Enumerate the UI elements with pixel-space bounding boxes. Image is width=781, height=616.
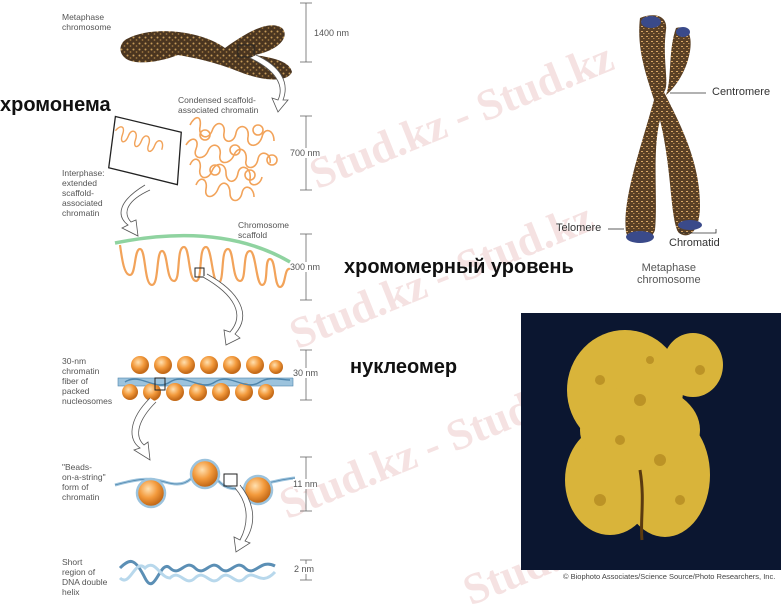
label-dna-double-helix: Short region of DNA double helix: [62, 557, 107, 597]
sem-chromosome-photo: [521, 313, 781, 570]
photo-credit: © Biophoto Associates/Science Source/Pho…: [563, 572, 776, 581]
label-line: form of: [62, 482, 89, 492]
label-line: Metaphase: [62, 12, 105, 22]
label-line: on-a-string": [62, 472, 106, 482]
chromatin-hierarchy-diagram: [108, 2, 781, 586]
arrow-icon: [120, 184, 151, 237]
label-line: scaffold-: [62, 188, 94, 198]
label-nucleomere: нуклеомер: [350, 356, 458, 378]
label-30nm-fiber: 30-nm chromatin fiber of packed nucleoso…: [62, 356, 112, 406]
dimension-30nm: 30 nm: [293, 368, 319, 378]
caption-line: chromosome: [637, 274, 701, 286]
condensed-chromatin-icon: [185, 116, 278, 202]
label-line: Interphase:: [62, 168, 105, 178]
beads-on-string-icon: [114, 458, 296, 509]
arrow-icon: [131, 397, 157, 461]
chromosome-scaffold-icon: [114, 234, 291, 289]
interphase-extended-chromatin-icon: [108, 115, 182, 186]
arrow-icon: [249, 54, 289, 113]
label-centromere: Centromere: [712, 86, 771, 98]
label-condensed-chromatin: Condensed scaffold- associated chromatin: [178, 95, 258, 115]
dimension-300nm: 300 nm: [290, 262, 321, 272]
label-line: Condensed scaffold-: [178, 95, 256, 105]
label-interphase: Interphase: extended scaffold- associate…: [62, 168, 105, 218]
30nm-fiber-icon: [117, 356, 294, 401]
label-line: Chromosome: [238, 220, 290, 230]
label-metaphase-chromosome: Metaphase chromosome: [62, 12, 111, 32]
label-line: "Beads-: [62, 462, 92, 472]
label-line: scaffold: [238, 230, 268, 240]
label-chromatid: Chromatid: [669, 237, 720, 249]
dimension-2nm: 2 nm: [294, 564, 315, 574]
label-line: nucleosomes: [62, 396, 113, 406]
dimension-marker: [300, 2, 312, 63]
label-line: region of: [62, 567, 96, 577]
dimension-700nm: 700 nm: [290, 148, 321, 158]
label-line: 30-nm: [62, 356, 87, 366]
caption-line: Metaphase: [641, 262, 696, 274]
label-line: associated: [62, 198, 103, 208]
label-line: chromosome: [62, 22, 112, 32]
label-chromomere-level: хромомерный уровень: [344, 256, 574, 278]
label-line: extended: [62, 178, 97, 188]
dimension-11nm: 11 nm: [293, 479, 318, 489]
label-line: chromatin: [62, 208, 100, 218]
arrow-icon: [233, 484, 254, 553]
dna-double-helix-icon: [118, 560, 277, 586]
label-line: helix: [62, 587, 80, 597]
label-line: Short: [62, 557, 83, 567]
metaphase-chromosome-icon: [120, 25, 292, 80]
label-telomere: Telomere: [556, 222, 602, 234]
label-beads-on-string: "Beads- on-a-string" form of chromatin: [62, 462, 106, 502]
dimension-1400nm: 1400 nm: [314, 28, 350, 38]
label-line: chromatin: [62, 492, 100, 502]
arrow-icon: [202, 273, 244, 346]
right-metaphase-chromosome-icon: [608, 15, 717, 243]
label-line: packed: [62, 386, 90, 396]
label-line: DNA double: [62, 577, 108, 587]
label-chromonema: хромонема: [0, 94, 111, 116]
label-chromosome-scaffold: Chromosome scaffold: [238, 220, 289, 240]
label-line: associated chromatin: [178, 105, 259, 115]
label-metaphase-caption: Metaphase chromosome: [637, 262, 701, 286]
label-line: fiber of: [62, 376, 88, 386]
label-line: chromatin: [62, 366, 100, 376]
